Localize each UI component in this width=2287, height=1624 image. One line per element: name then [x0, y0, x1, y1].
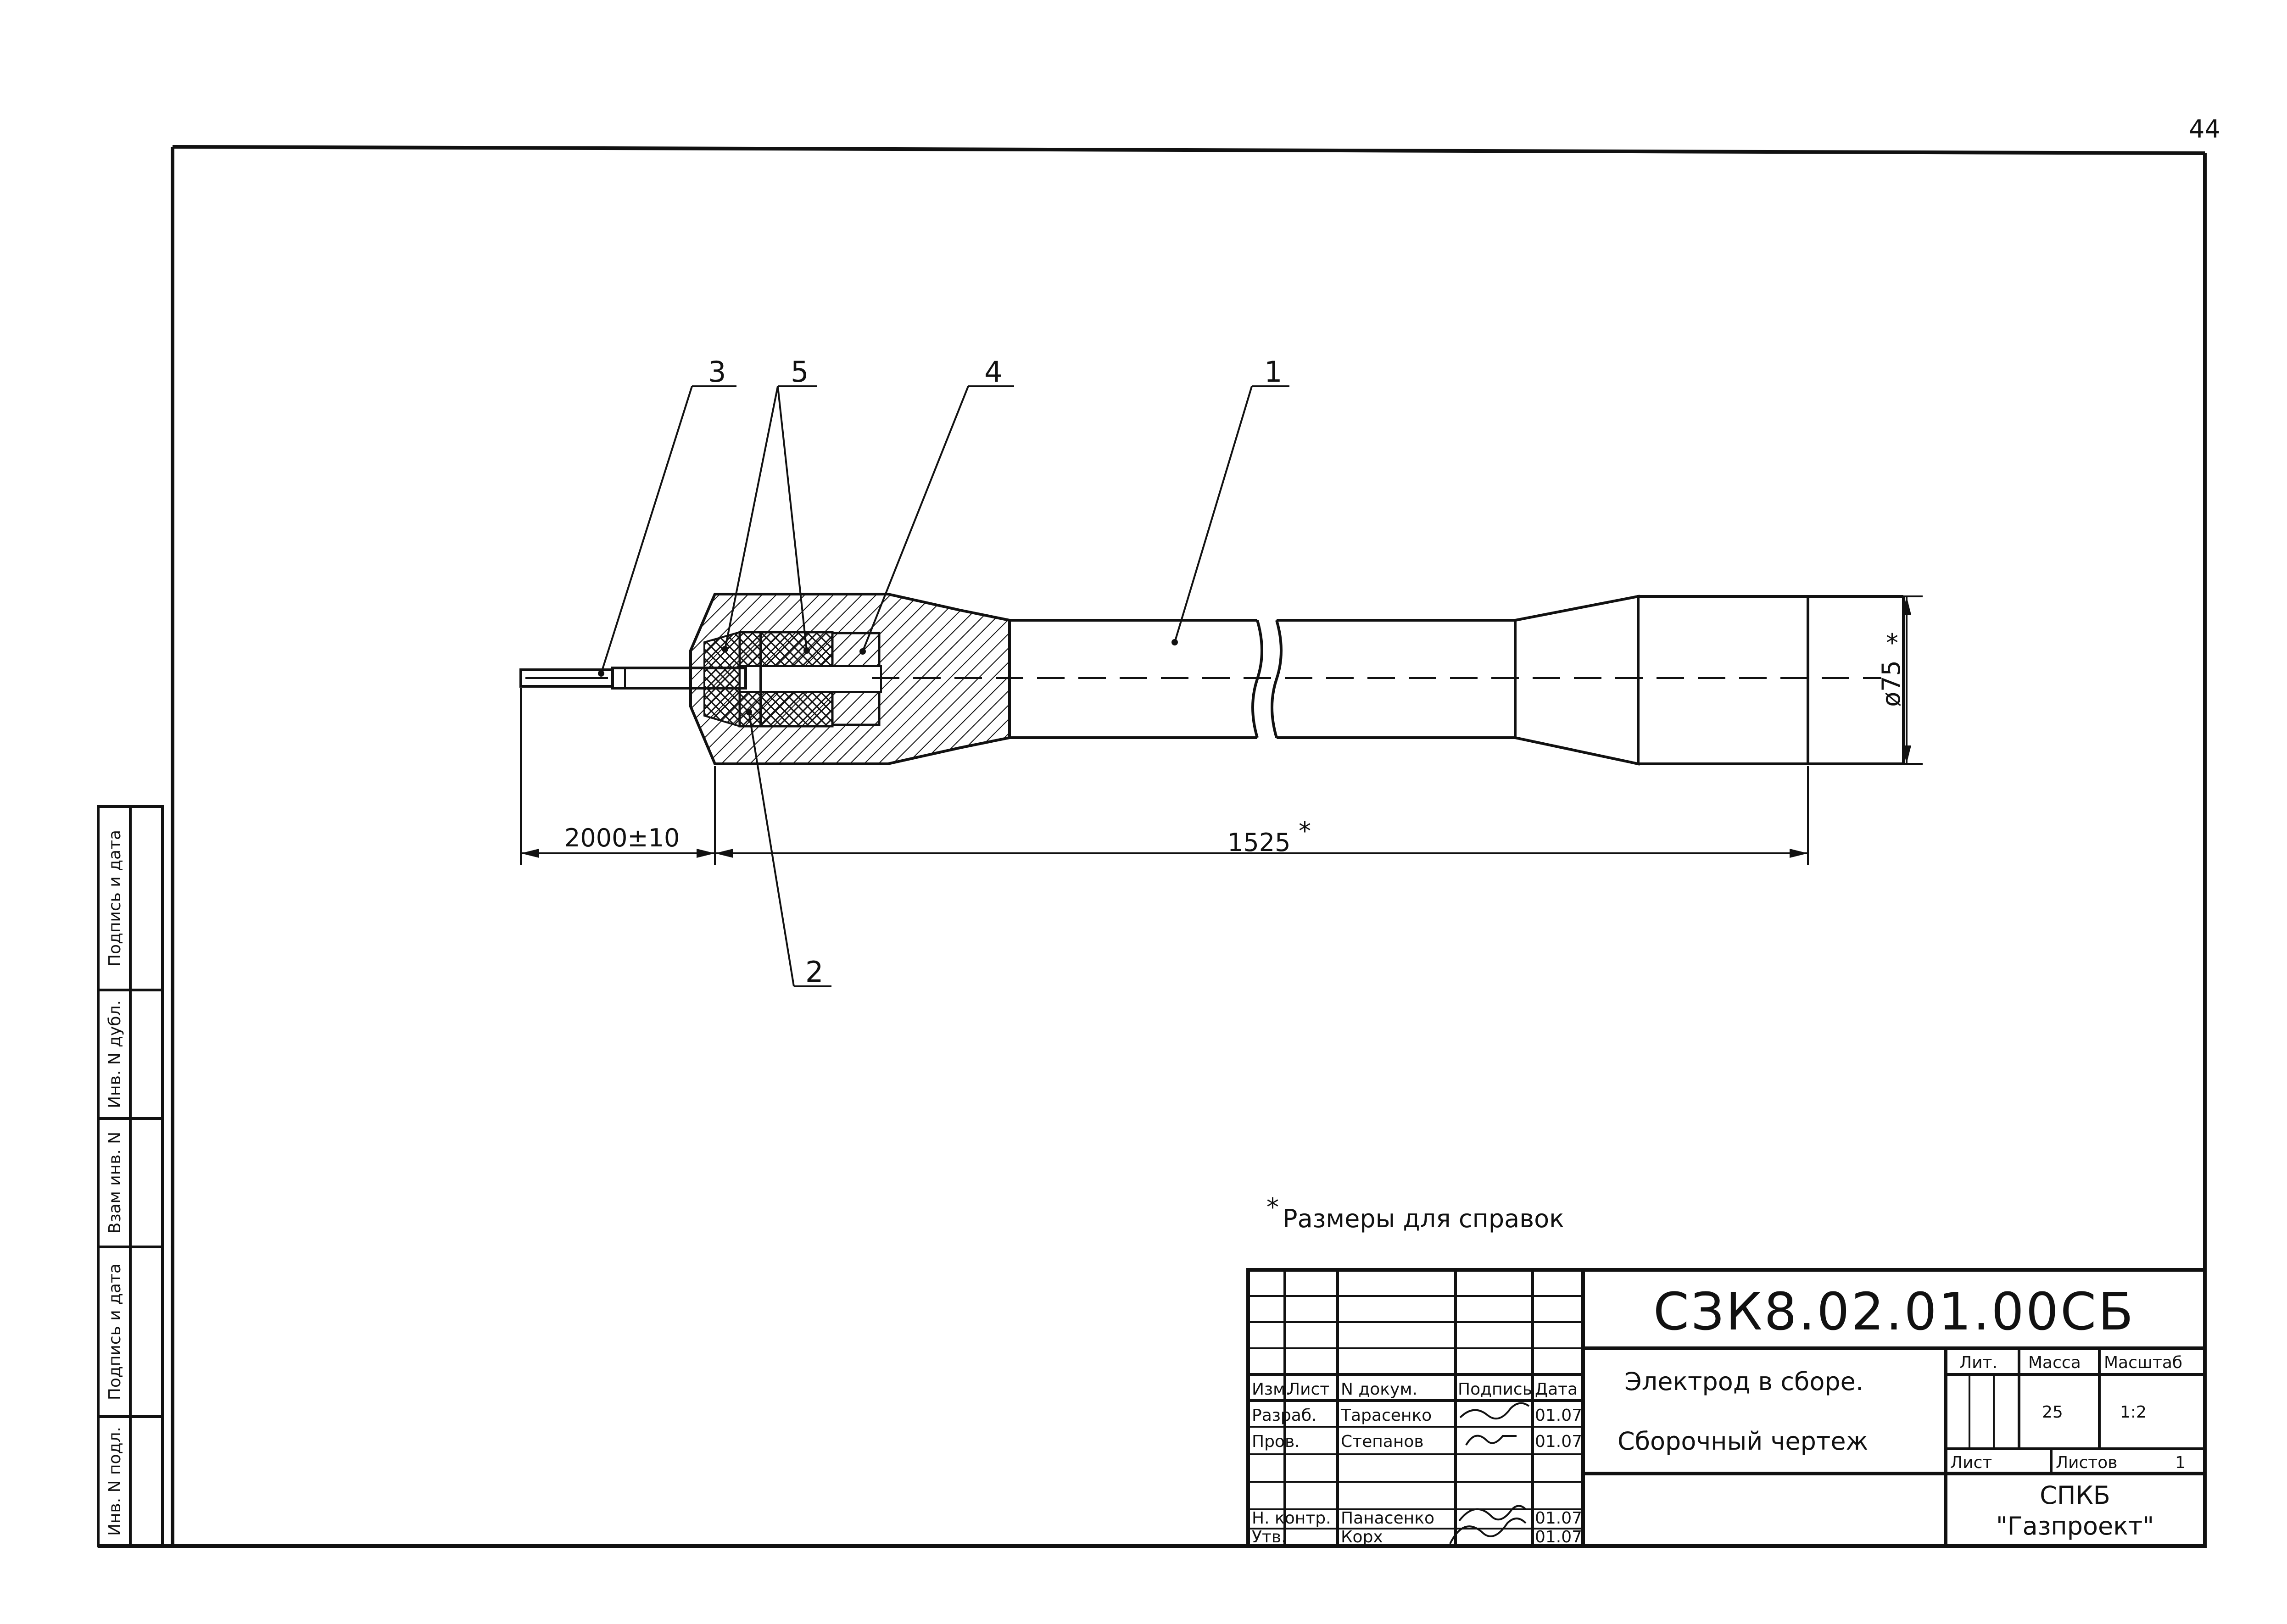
row-role-nkontr: Н. контр. [1252, 1509, 1331, 1528]
sheet-label: Лист [1950, 1453, 1992, 1472]
note-mark: * [1266, 1193, 1279, 1222]
dim-cable-length: 2000±10 [564, 823, 680, 852]
dim-diameter-mark: * [1886, 628, 1898, 657]
dim-length-mark: * [1299, 817, 1311, 845]
callout-2: 2 [805, 955, 823, 989]
hdr-doc: N докум. [1341, 1380, 1417, 1399]
scale-value: 1:2 [2120, 1403, 2147, 1422]
sheet-number: 44 [2189, 115, 2220, 144]
side-stamp-inv-dubl: Инв. N дубл. [106, 1000, 124, 1108]
scale-label: Масштаб [2104, 1353, 2182, 1372]
mass-value: 25 [2042, 1403, 2063, 1422]
dim-diameter: ø75 [1877, 660, 1906, 707]
mass-label: Масса [2028, 1353, 2081, 1372]
signatures [1449, 1402, 1530, 1544]
electrode-body [1010, 595, 1905, 766]
product-name-line2: Сборочный чертеж [1618, 1427, 1868, 1456]
org-line2: "Газпроект" [1996, 1512, 2154, 1541]
cable [519, 667, 747, 690]
dim-overall-length: 1525 [1227, 828, 1290, 857]
hdr-izm: Изм. [1252, 1380, 1291, 1399]
row-name-utv: Корх [1341, 1528, 1383, 1546]
title-block-grid [1246, 1268, 2207, 1548]
row-name-razrab: Тарасенко [1340, 1406, 1432, 1425]
callout-leaders [598, 385, 1289, 987]
callout-5: 5 [791, 355, 809, 389]
org-line1: СПКБ [2040, 1481, 2110, 1510]
callout-1: 1 [1264, 355, 1282, 389]
note-text: Размеры для справок [1283, 1204, 1564, 1233]
row-date-utv: 01.07 [1535, 1528, 1582, 1546]
row-name-prov: Степанов [1341, 1432, 1424, 1451]
row-date-nkontr: 01.07 [1535, 1509, 1582, 1528]
row-date-prov: 01.07 [1535, 1432, 1582, 1451]
side-stamp-vzam: Взам инв. N [106, 1132, 124, 1234]
sheets-value: 1 [2175, 1453, 2186, 1472]
lit-label: Лит. [1959, 1353, 1997, 1372]
side-stamp [97, 805, 164, 1547]
side-stamp-podpis-1: Подпись и дата [106, 1263, 124, 1400]
dimension-lines [520, 595, 1923, 865]
hdr-sign: Подпись [1458, 1380, 1532, 1399]
side-stamp-inv-podl: Инв. N подл. [106, 1427, 124, 1536]
row-role-prov: Пров. [1252, 1432, 1300, 1451]
hdr-date: Дата [1535, 1380, 1578, 1399]
row-role-razrab: Разраб. [1252, 1406, 1316, 1425]
hdr-list: Лист [1288, 1380, 1329, 1399]
callout-3: 3 [708, 355, 726, 389]
row-role-utv: Утв. [1252, 1528, 1287, 1546]
side-stamp-podpis-2: Подпись и дата [106, 830, 124, 967]
callout-4: 4 [984, 355, 1002, 389]
sheets-label: Листов [2056, 1453, 2117, 1472]
row-date-razrab: 01.07 [1535, 1406, 1582, 1425]
designation: СЗК8.02.01.00СБ [1653, 1282, 2135, 1342]
terminal-head [689, 593, 1011, 765]
product-name-line1: Электрод в сборе. [1624, 1367, 1863, 1396]
row-name-nkontr: Панасенко [1341, 1509, 1434, 1528]
